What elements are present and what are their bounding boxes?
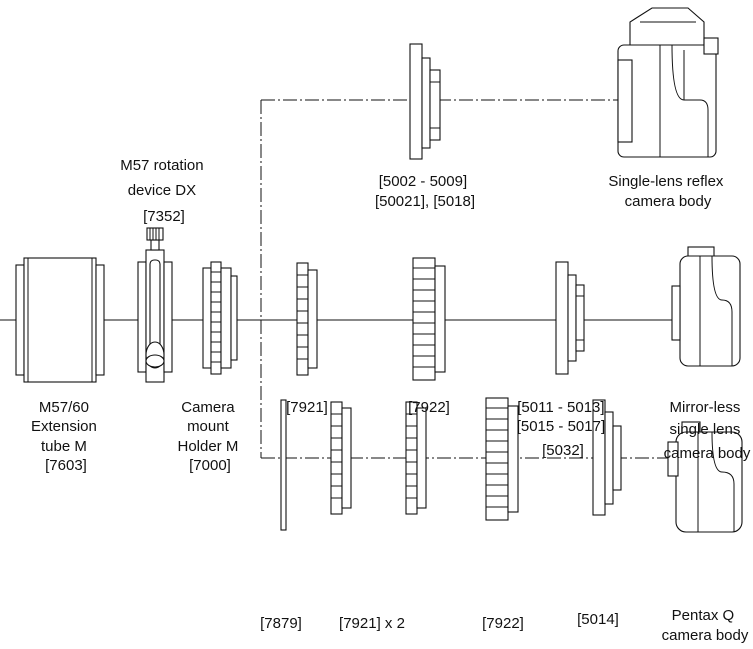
row2-adapter-label: [5011 - 5013] [5015 - 5017] [5032] [517, 399, 610, 459]
row3-7921-ring-b-icon [405, 401, 427, 515]
row2-7922-ring-icon [412, 257, 446, 381]
mirrorless-body-label: Mirror-less single lens camera body [664, 399, 751, 462]
pentax-body-label: Pentax Q camera body [662, 607, 749, 644]
extension-tube-label: M57/60 Extension tube M [7603] [31, 399, 101, 474]
row3-5014-adapter-icon [592, 399, 622, 516]
slr-camera-body-icon [617, 7, 719, 158]
row3-5014-label: [5014] [577, 611, 619, 628]
rotation-device-label: M57 rotation device DX [7352] [120, 157, 208, 225]
row2-7921-label: [7921] [286, 399, 328, 416]
row3-7921x2-label: [7921] x 2 [339, 615, 405, 632]
slr-adapter-icon [409, 43, 441, 160]
camera-mount-holder-icon [202, 261, 238, 375]
extension-tube-icon [15, 257, 105, 383]
mirrorless-camera-body-icon [671, 246, 741, 367]
slr-body-label: Single-lens reflex camera body [608, 173, 727, 210]
pentax-q-camera-body-icon [667, 421, 743, 533]
row3-7922-label: [7922] [482, 615, 524, 632]
camera-mount-holder-label: Camera mount Holder M [7000] [177, 399, 242, 474]
row1-adapter-label: [5002 - 5009] [50021], [5018] [375, 173, 475, 210]
row2-7922-label: [7922] [408, 399, 450, 416]
rotation-device-icon [137, 227, 173, 383]
row3-7921-ring-a-icon [330, 401, 352, 515]
row2-mirrorless-adapter-icon [555, 261, 585, 375]
row3-7879-label: [7879] [260, 615, 302, 632]
row3-7922-ring-icon [485, 397, 519, 521]
row2-7921-ring-icon [296, 262, 318, 376]
row3-7879-plate-icon [280, 399, 287, 531]
